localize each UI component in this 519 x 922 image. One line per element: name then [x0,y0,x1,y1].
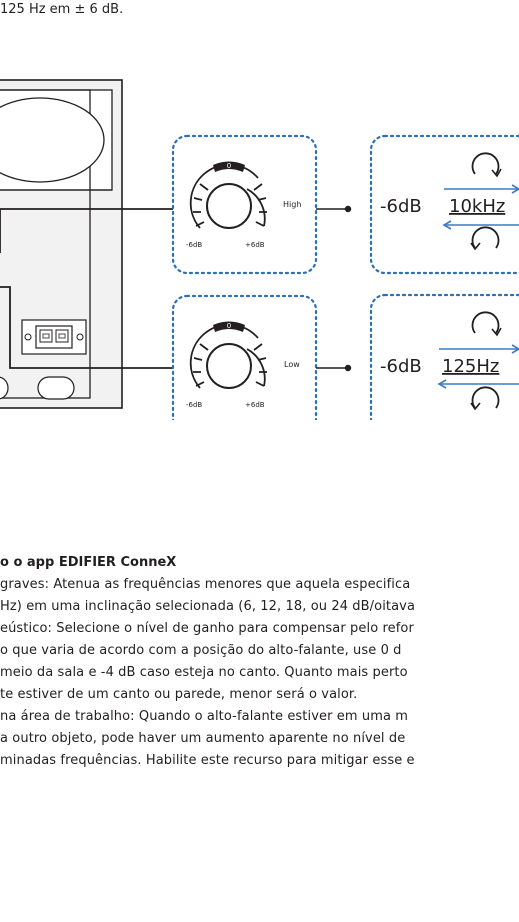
body-line-4: o que varia de acordo com a posição do a… [0,643,402,658]
body-line-6: te estiver de um canto ou parede, menor … [0,687,358,702]
speaker-terminal [21,319,87,355]
body-line-3: eústico: Selecione o nível de ganho para… [0,621,414,636]
low-readout-gain: -6dB [380,356,422,377]
high-band-label: High [283,200,301,209]
body-line-7: na área de trabalho: Quando o alto-falan… [0,709,409,724]
high-knob-minus: -6dB [186,241,202,249]
high-connection-line [0,208,173,253]
body-line-5: meio da sala e -4 dB caso esteja no cant… [0,665,408,680]
high-readout-freq: 10kHz [449,196,505,217]
top-text-line: 125 Hz em ± 6 dB. [0,2,124,17]
low-knob-zero: 0 [227,322,231,330]
section-title: o o app EDIFIER ConneX [0,555,177,570]
body-line-8: a outro objeto, pode haver um aumento ap… [0,731,406,746]
low-band-label: Low [284,360,300,369]
low-readout-panel: -6dB 125Hz [369,293,519,420]
high-knob-plus: +6dB [245,241,265,249]
high-knob-panel: 0 -6dB +6dB High [171,134,318,275]
body-line-9: minadas frequências. Habilite este recur… [0,753,415,768]
high-knob-zero: 0 [227,162,231,170]
speaker-illustration [0,79,123,409]
low-knob-plus: +6dB [245,401,265,409]
low-readout-freq: 125Hz [442,356,499,377]
high-readout-gain: -6dB [380,196,422,217]
eq-diagram: 0 -6dB +6dB High 0 -6dB +6dB Low -6dB 10… [0,79,519,420]
body-line-2: Hz) em uma inclinação selecionada (6, 12… [0,599,416,614]
high-readout-panel: -6dB 10kHz [369,134,519,275]
low-knob-panel: 0 -6dB +6dB Low [171,294,318,420]
low-knob-minus: -6dB [186,401,202,409]
low-connection-line [0,286,173,369]
body-line-1: graves: Atenua as frequências menores qu… [0,577,411,592]
